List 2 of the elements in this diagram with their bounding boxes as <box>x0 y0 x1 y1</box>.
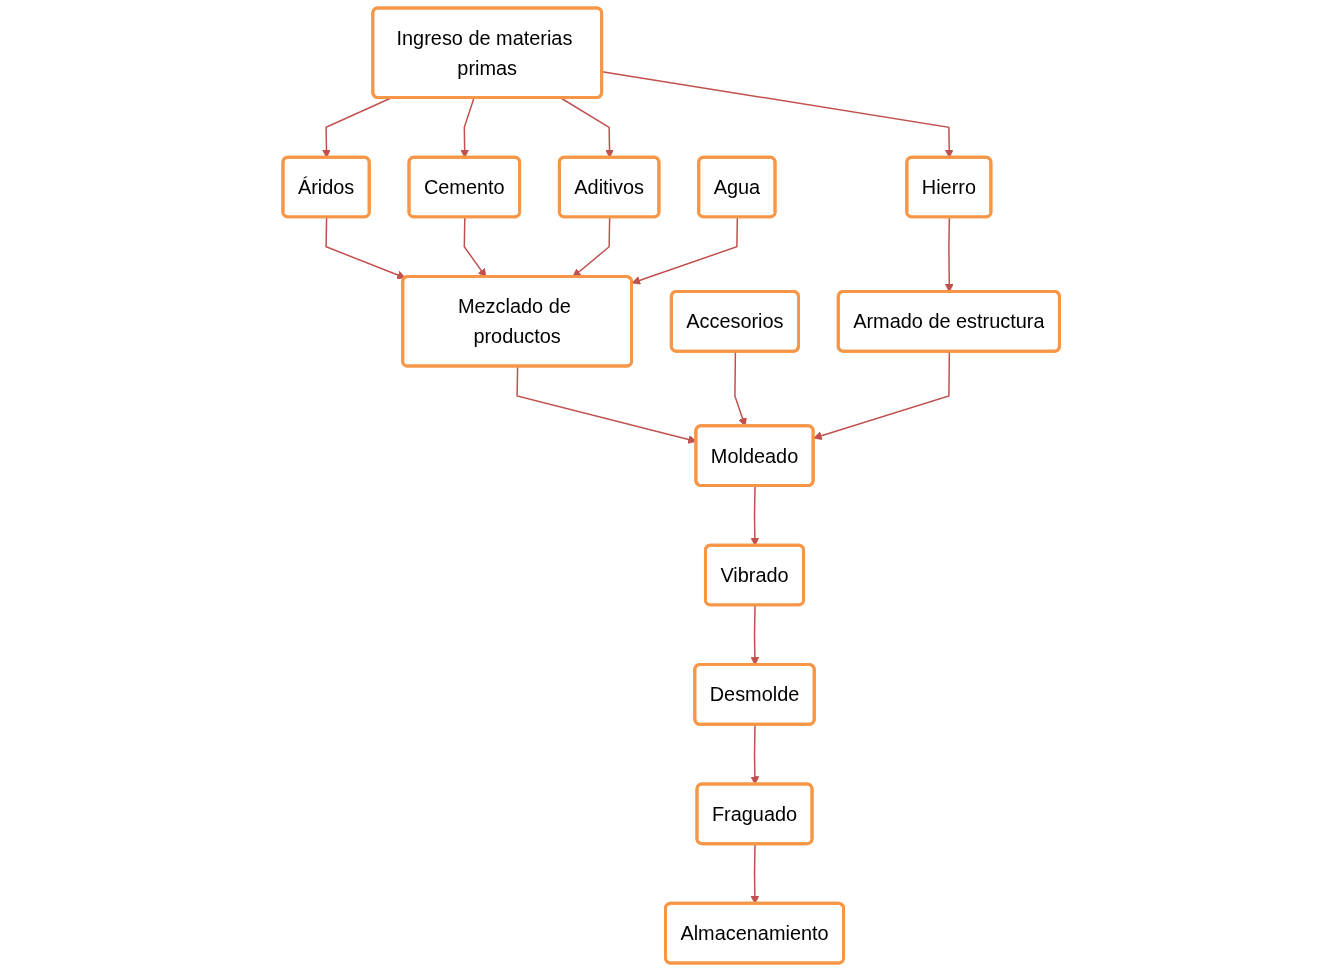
arrow <box>631 216 739 285</box>
arrow <box>325 216 406 280</box>
